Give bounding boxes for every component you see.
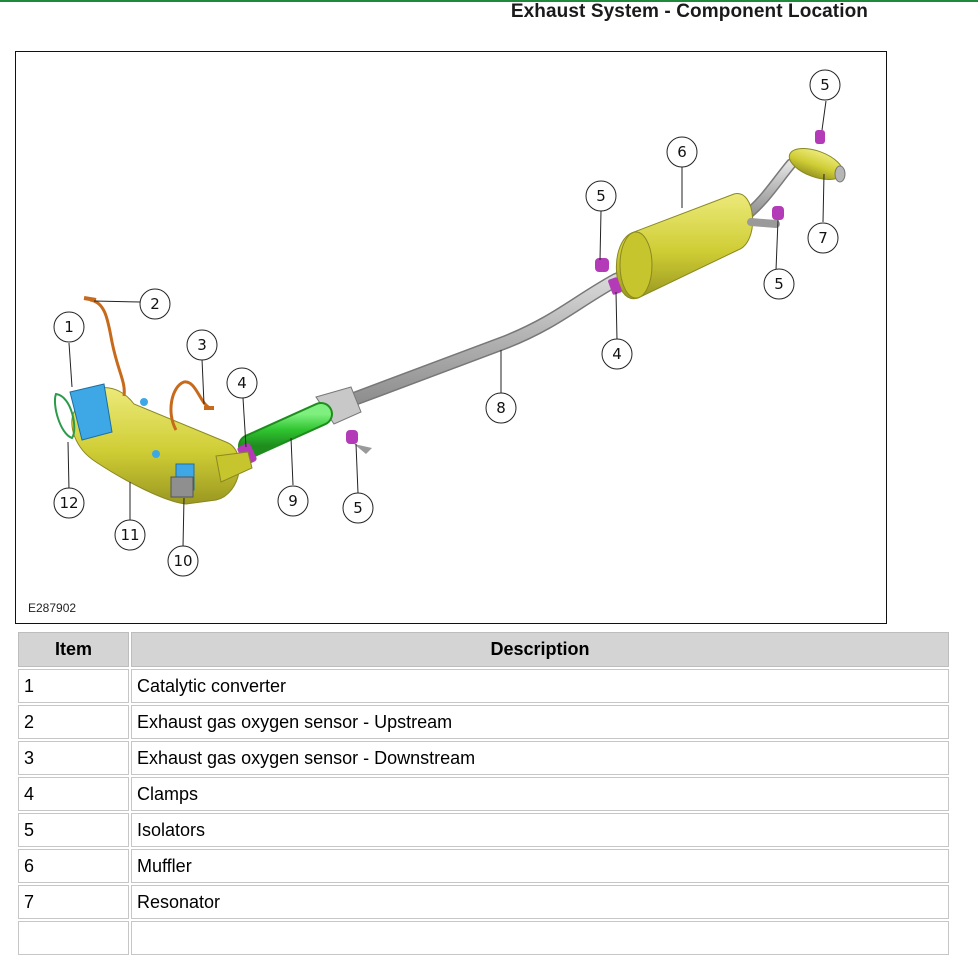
item-number	[18, 921, 129, 955]
item-description: Exhaust gas oxygen sensor - Upstream	[131, 705, 949, 739]
figure-code: E287902	[28, 601, 77, 615]
svg-text:5: 5	[820, 76, 830, 94]
table-row: 2 Exhaust gas oxygen sensor - Upstream	[18, 705, 949, 739]
svg-text:6: 6	[677, 143, 687, 161]
callout-8: 8	[485, 392, 517, 424]
isolator-muffler-rear	[772, 206, 784, 220]
leader-lines	[67, 100, 827, 548]
item-number: 5	[18, 813, 129, 847]
table-row: 4 Clamps	[18, 777, 949, 811]
svg-text:3: 3	[197, 336, 207, 354]
svg-text:1: 1	[64, 318, 74, 336]
svg-text:12: 12	[59, 494, 78, 512]
svg-text:2: 2	[150, 295, 160, 313]
svg-text:10: 10	[173, 552, 192, 570]
table-row: 5 Isolators	[18, 813, 949, 847]
item-description: Catalytic converter	[131, 669, 949, 703]
muffler	[595, 193, 784, 299]
callout-1: 1	[53, 311, 85, 343]
item-number: 3	[18, 741, 129, 775]
svg-text:11: 11	[120, 526, 139, 544]
heat-shield-bracket	[170, 476, 194, 498]
oxygen-sensor-upstream	[83, 296, 126, 397]
header-description: Description	[131, 632, 949, 667]
svg-text:5: 5	[353, 499, 363, 517]
callout-3: 3	[186, 329, 218, 361]
isolator-resonator-top	[815, 130, 825, 144]
item-number: 1	[18, 669, 129, 703]
resonator	[788, 130, 846, 183]
callout-2: 2	[139, 288, 171, 320]
item-description: Exhaust gas oxygen sensor - Downstream	[131, 741, 949, 775]
table-row: 7 Resonator	[18, 885, 949, 919]
callout-5-pipe: 5	[342, 492, 374, 524]
oxygen-sensor-downstream	[169, 380, 214, 431]
gasket	[54, 392, 76, 440]
item-number: 2	[18, 705, 129, 739]
callout-9: 9	[277, 485, 309, 517]
callout-4-rear: 4	[601, 338, 633, 370]
svg-text:4: 4	[237, 374, 247, 392]
clamp-muffler	[608, 277, 622, 295]
exhaust-illustration: 1 2 3 4 4 5 5 5 5 6 7 8 9 10 11 12	[53, 69, 846, 577]
header-item: Item	[18, 632, 129, 667]
table-header-row: Item Description	[18, 632, 949, 667]
item-description: Isolators	[131, 813, 949, 847]
item-description: Muffler	[131, 849, 949, 883]
callout-12: 12	[53, 487, 85, 519]
item-number: 7	[18, 885, 129, 919]
item-description: Resonator	[131, 885, 949, 919]
table-row: 6 Muffler	[18, 849, 949, 883]
item-number: 4	[18, 777, 129, 811]
svg-text:8: 8	[496, 399, 506, 417]
isolator-pipe-hanger	[346, 430, 358, 444]
flexible-pipe	[237, 386, 372, 466]
converter-flange	[69, 383, 113, 441]
callout-5-muffler-front: 5	[585, 180, 617, 212]
table-row: 3 Exhaust gas oxygen sensor - Downstream	[18, 741, 949, 775]
callout-5-top: 5	[809, 69, 841, 101]
svg-text:7: 7	[818, 229, 828, 247]
item-description	[131, 921, 949, 955]
item-description: Clamps	[131, 777, 949, 811]
callout-4-front: 4	[226, 367, 258, 399]
components-table: Item Description 1 Catalytic converter 2…	[16, 630, 951, 957]
callout-11: 11	[114, 519, 146, 551]
svg-text:9: 9	[288, 492, 298, 510]
isolator-muffler-front	[595, 258, 609, 272]
item-number: 6	[18, 849, 129, 883]
table-row: 1 Catalytic converter	[18, 669, 949, 703]
page-title: Exhaust System - Component Location	[510, 1, 868, 22]
callout-7: 7	[807, 222, 839, 254]
top-accent-rule	[0, 0, 978, 2]
svg-text:5: 5	[596, 187, 606, 205]
catalytic-converter	[54, 383, 253, 505]
callout-6: 6	[666, 136, 698, 168]
callout-5-muffler-rear: 5	[763, 268, 795, 300]
table-row	[18, 921, 949, 955]
callout-10: 10	[167, 545, 199, 577]
exhaust-diagram: 1 2 3 4 4 5 5 5 5 6 7 8 9 10 11 12 E2879…	[15, 51, 887, 624]
svg-text:4: 4	[612, 345, 622, 363]
svg-text:5: 5	[774, 275, 784, 293]
